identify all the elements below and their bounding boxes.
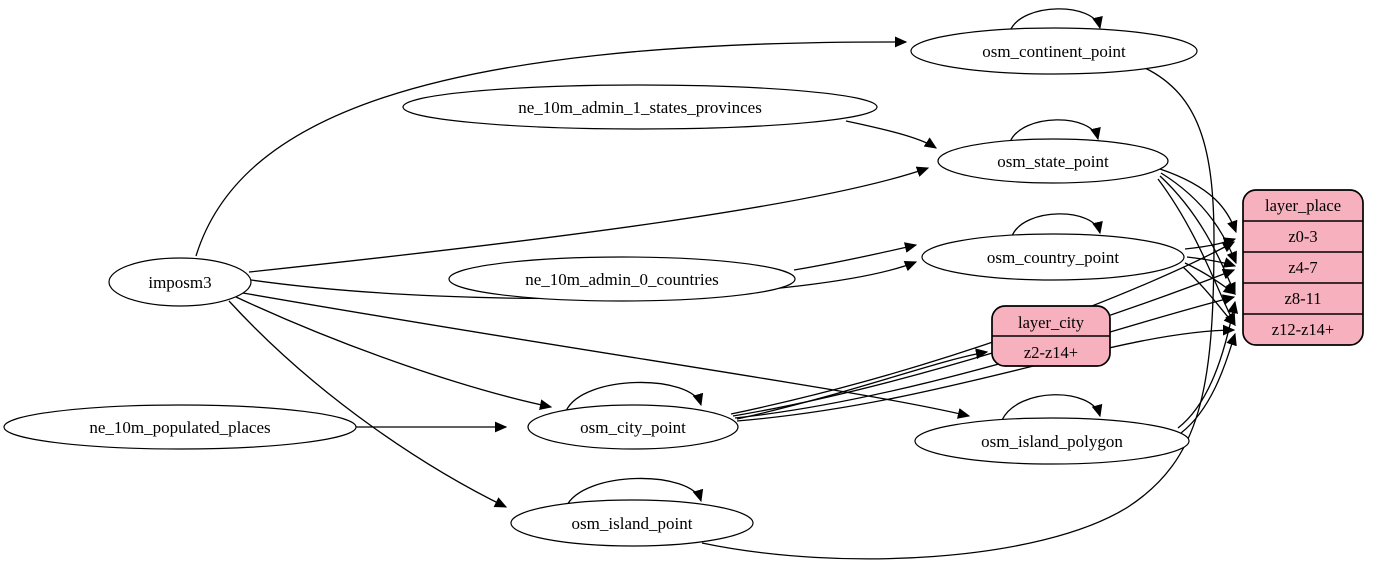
edge-osm-country-point-z4-7: [1186, 256, 1237, 268]
record-layer-city: layer_city z2-z14+: [991, 305, 1111, 367]
edge-osm-country-point-z0-3: [1184, 237, 1237, 250]
edge-osm-island-polygon-z12-z14: [1180, 332, 1237, 434]
edge-osm-city-point-z8-11: [734, 294, 1236, 419]
edge-imposm3-osm-state-point: [248, 166, 930, 273]
node-ne10m-admin1-label: ne_10m_admin_1_states_provinces: [518, 98, 762, 117]
edge-osm-island-polygon-z8-11: [1177, 300, 1239, 429]
record-row-z0-3: z0-3: [1288, 227, 1317, 246]
node-osm-island-polygon: osm_island_polygon: [914, 417, 1190, 465]
node-osm-city-point-label: osm_city_point: [580, 418, 686, 437]
node-osm-continent-point-shape: [910, 27, 1198, 75]
node-ne10m-admin0-shape: [448, 256, 796, 302]
record-row-z12-z14: z12-z14+: [1272, 320, 1334, 339]
node-osm-city-point: osm_city_point: [527, 404, 739, 450]
node-ne10m-populated-places: ne_10m_populated_places: [3, 404, 357, 450]
edge-wrap-continent-island-point: [701, 67, 1215, 560]
edge-osm-city-point-layer-city: [736, 348, 989, 420]
node-osm-island-point: osm_island_point: [510, 499, 754, 547]
edge-osm-state-point-z0-3: [1159, 168, 1238, 234]
node-imposm3-label: imposm3: [148, 273, 211, 292]
edge-osm-state-point-z8-11: [1159, 175, 1236, 296]
node-osm-state-point-label: osm_state_point: [997, 152, 1109, 171]
node-osm-island-point-shape: [510, 499, 754, 547]
edge-imposm3-osm-city-point: [235, 296, 553, 411]
edge-osm-country-point-z8-11: [1184, 262, 1236, 295]
edge-imposm3-osm-island-point: [228, 300, 508, 508]
node-ne10m-admin1-states-provinces: ne_10m_admin_1_states_provinces: [402, 84, 878, 130]
edge-ne10m-admin0-osm-country-point: [793, 242, 918, 271]
self-loop-osm-city-point: [565, 381, 704, 412]
node-osm-country-point: osm_country_point: [921, 233, 1185, 281]
edge-osm-city-point-z12-z14: [736, 324, 1236, 422]
edge-imposm3-osm-island-polygon: [242, 292, 971, 419]
self-loop-osm-continent-point: [1009, 8, 1103, 32]
record-layer-place-title: layer_place: [1265, 196, 1341, 215]
node-osm-continent-point-label: osm_continent_point: [982, 42, 1126, 61]
record-row-z8-11: z8-11: [1285, 289, 1322, 308]
node-osm-continent-point: osm_continent_point: [910, 27, 1198, 75]
record-layer-place: layer_place z0-3 z4-7 z8-11 z12-z14+: [1242, 189, 1364, 346]
edge-imposm3-osm-continent-point: [195, 36, 908, 257]
node-osm-country-point-label: osm_country_point: [987, 248, 1119, 267]
node-ne10m-populated-places-shape: [3, 404, 357, 450]
node-ne10m-admin0-label: ne_10m_admin_0_countries: [525, 270, 719, 289]
node-osm-state-point-shape: [937, 138, 1169, 184]
node-osm-city-point-shape: [527, 404, 739, 450]
node-osm-island-point-label: osm_island_point: [572, 514, 693, 533]
node-osm-island-polygon-label: osm_island_polygon: [981, 432, 1123, 451]
node-ne10m-admin0-countries: ne_10m_admin_0_countries: [448, 256, 796, 302]
node-osm-state-point: osm_state_point: [937, 138, 1169, 184]
self-loop-osm-island-polygon: [1001, 394, 1103, 421]
record-layer-place-box: [1242, 189, 1364, 346]
edge-osm-city-point-z4-7: [732, 268, 1236, 417]
nodes-layer: osm_continent_point ne_10m_admin_1_state…: [3, 27, 1364, 547]
node-osm-country-point-shape: [921, 233, 1185, 281]
node-imposm3-shape: [108, 257, 252, 307]
self-loop-osm-island-point: [565, 477, 704, 508]
node-imposm3: imposm3: [108, 257, 252, 307]
record-layer-city-title: layer_city: [1018, 313, 1085, 332]
edge-ne10m-admin1-osm-state-point: [845, 120, 938, 149]
node-ne10m-populated-places-label: ne_10m_populated_places: [89, 418, 270, 437]
self-loop-osm-state-point: [1009, 119, 1101, 143]
self-loop-osm-country-point: [1011, 213, 1103, 237]
edge-osm-state-point-z4-7: [1160, 172, 1237, 265]
record-row-z2-z14: z2-z14+: [1024, 343, 1078, 362]
node-osm-island-polygon-shape: [914, 417, 1190, 465]
edges-layer: [195, 8, 1239, 560]
node-ne10m-admin1-shape: [402, 84, 878, 130]
record-row-z4-7: z4-7: [1288, 258, 1317, 277]
